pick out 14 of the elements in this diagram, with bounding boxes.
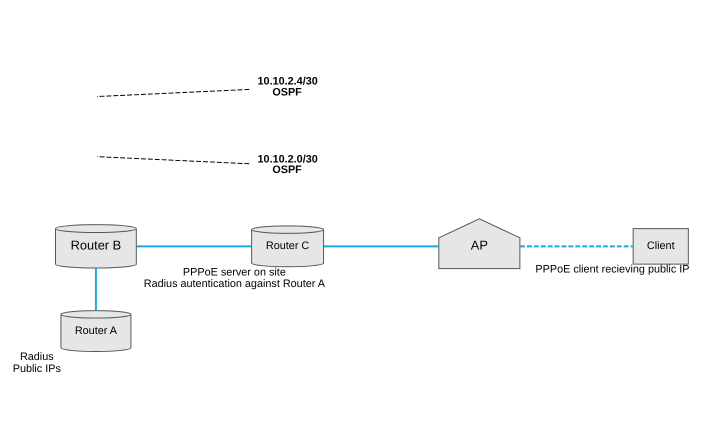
connector <box>520 244 634 247</box>
connector <box>324 244 439 247</box>
connector <box>136 244 252 247</box>
node-text: 10.10.2.4/30 OSPF <box>258 75 318 98</box>
node-label: Radius autentication against Router A <box>144 278 325 290</box>
node-text: 10.10.2.0/30 OSPF <box>258 152 318 176</box>
connector <box>96 88 250 97</box>
node-label: PPPoE client recieving public IP <box>535 263 690 276</box>
connector <box>94 268 97 310</box>
node-label: PPPoE server on site <box>182 266 286 278</box>
node-label: Public IPs <box>12 362 61 374</box>
connector <box>96 156 250 164</box>
node-box: Client <box>632 228 689 264</box>
node-label: Radius <box>20 350 54 363</box>
